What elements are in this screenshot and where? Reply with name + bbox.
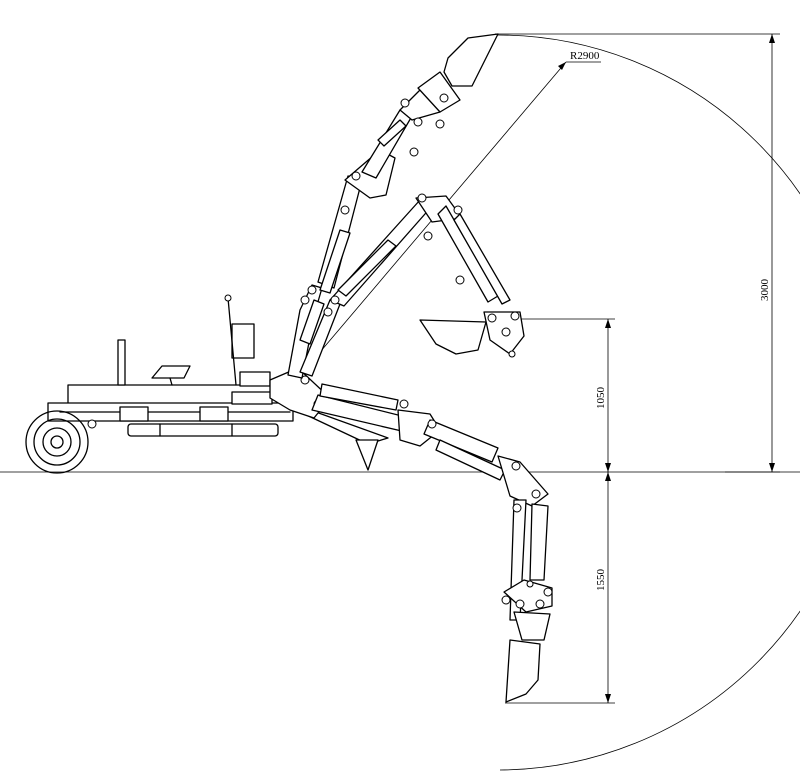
dimension-label-3000: 3000 [759, 279, 771, 302]
arm-raised-mid [299, 193, 525, 377]
arm-digging-low [311, 383, 553, 703]
dimension-label-1050: 1050 [595, 387, 607, 410]
machine-chassis [47, 294, 294, 437]
arm-raised-high [287, 33, 499, 379]
wheel [25, 410, 97, 474]
dimension-label-r2900: R2900 [570, 50, 600, 62]
reach-arc [494, 34, 800, 771]
dimension-dig-depth: 1550 [505, 472, 615, 704]
dimension-upper-height: 1050 [520, 318, 615, 472]
dimension-label-1550: 1550 [595, 569, 607, 592]
dimension-total-height: 3000 [495, 33, 780, 473]
